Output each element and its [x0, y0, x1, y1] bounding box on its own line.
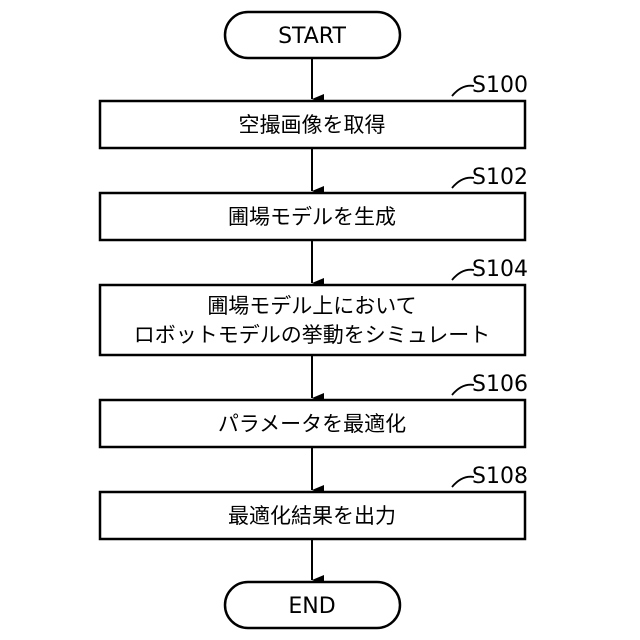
start-terminal: START	[225, 12, 400, 58]
ref-label-s104: S104	[472, 257, 528, 282]
ref-leader-s102	[452, 178, 474, 188]
step-s106: S106 パラメータを最適化	[100, 372, 528, 447]
step-text-s106: パラメータを最適化	[218, 412, 406, 436]
ref-label-s106: S106	[472, 372, 528, 397]
ref-leader-s100	[452, 86, 474, 96]
step-s104: S104 圃場モデル上において ロボットモデルの挙動をシミュレート	[100, 257, 528, 355]
step-text-s104-line2: ロボットモデルの挙動をシミュレート	[134, 323, 491, 347]
end-label: END	[288, 594, 335, 619]
ref-leader-s104	[452, 270, 474, 280]
ref-leader-s106	[452, 385, 474, 395]
step-text-s108: 最適化結果を出力	[228, 504, 396, 528]
ref-label-s100: S100	[472, 73, 528, 98]
end-terminal: END	[225, 582, 400, 628]
step-s102: S102 圃場モデルを生成	[100, 165, 528, 240]
ref-label-s108: S108	[472, 464, 528, 489]
step-text-s102: 圃場モデルを生成	[228, 205, 396, 229]
ref-leader-s108	[452, 477, 474, 487]
step-s100: S100 空撮画像を取得	[100, 73, 528, 148]
step-text-s104-line1: 圃場モデル上において	[207, 294, 416, 318]
step-text-s100: 空撮画像を取得	[239, 113, 386, 137]
ref-label-s102: S102	[472, 165, 528, 190]
step-s108: S108 最適化結果を出力	[100, 464, 528, 539]
start-label: START	[278, 24, 346, 49]
